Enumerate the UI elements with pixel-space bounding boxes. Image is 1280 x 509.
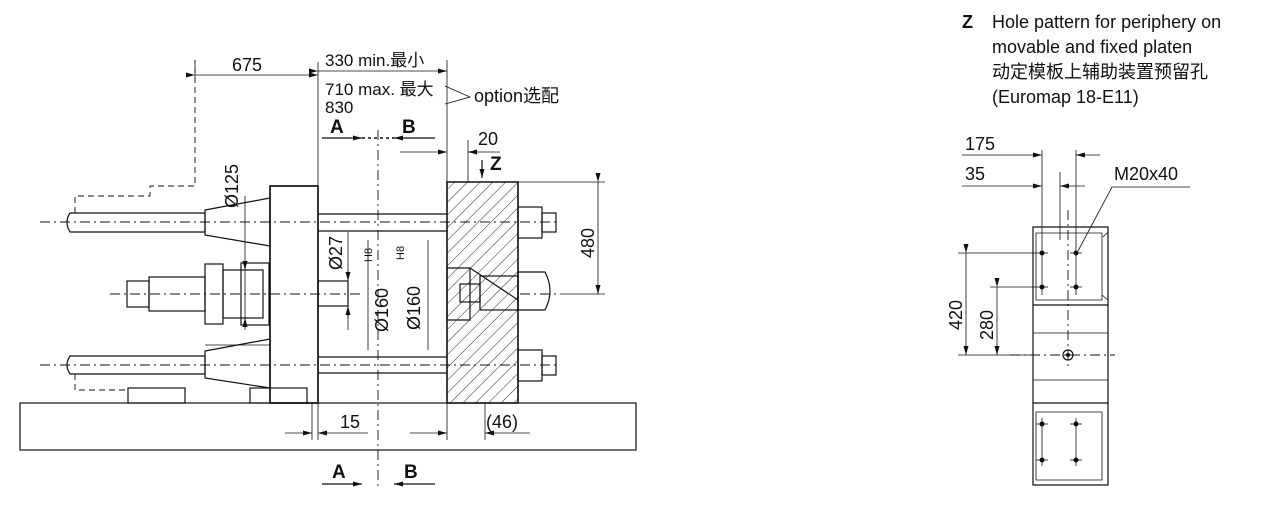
note-line-1: Hole pattern for periphery on bbox=[992, 12, 1222, 32]
note-line-2: movable and fixed platen bbox=[992, 37, 1193, 57]
ejector-assembly bbox=[110, 262, 360, 326]
dia-125: Ø125 bbox=[222, 164, 242, 208]
mounting-holes-bottom bbox=[1036, 418, 1082, 466]
dim-480: 480 bbox=[578, 228, 598, 258]
dim-675: 675 bbox=[232, 55, 262, 75]
dim-330-min: 330 min.最小 bbox=[325, 51, 424, 70]
note-letter: Z bbox=[962, 12, 973, 32]
fixed-side-nuts bbox=[459, 206, 557, 382]
tie-bar-lower bbox=[40, 355, 560, 375]
dim-35: 35 bbox=[965, 164, 985, 184]
tie-bar-nut-lower bbox=[204, 338, 271, 389]
section-a-top: A bbox=[330, 117, 344, 138]
dim-46: (46) bbox=[486, 412, 518, 432]
option-label: option选配 bbox=[474, 86, 559, 106]
dim-830: 830 bbox=[325, 98, 353, 117]
dim-420: 420 bbox=[946, 300, 966, 330]
dim-280: 280 bbox=[977, 310, 997, 340]
section-b-bottom: B bbox=[404, 462, 418, 483]
dim-175: 175 bbox=[965, 134, 995, 154]
foot-right bbox=[249, 387, 308, 404]
note-line-4: (Euromap 18-E11) bbox=[992, 87, 1139, 107]
machine-side-view: 675 330 min.最小 710 max. 最大 830 option选配 … bbox=[19, 51, 637, 490]
dia-27: Ø27 bbox=[326, 236, 346, 270]
note-line-3: 动定模板上辅助装置预留孔 bbox=[992, 62, 1208, 82]
machine-base bbox=[19, 402, 637, 451]
dim-15: 15 bbox=[340, 412, 360, 432]
platen-hole-pattern-view: 175 35 M20x40 420 280 bbox=[946, 134, 1190, 486]
hole-pattern-note: Z Hole pattern for periphery on movable a… bbox=[962, 10, 1221, 110]
section-a-bottom: A bbox=[332, 462, 346, 483]
tolerance-h8-right: H8 bbox=[395, 246, 407, 260]
dia-160-left: Ø160 bbox=[372, 288, 392, 332]
movable-platen bbox=[269, 185, 319, 404]
mounting-holes-top bbox=[1036, 250, 1082, 290]
section-b-top: B bbox=[402, 117, 416, 138]
thread-label: M20x40 bbox=[1114, 164, 1178, 184]
dia-160-right: Ø160 bbox=[404, 286, 424, 330]
dim-710-max: 710 max. 最大 bbox=[325, 80, 434, 99]
tie-bar-upper bbox=[40, 212, 560, 233]
foot-left bbox=[127, 387, 186, 404]
tolerance-h8-left: H8 bbox=[363, 248, 375, 262]
fixed-platen bbox=[446, 181, 519, 404]
dim-20: 20 bbox=[478, 129, 498, 149]
z-marker: Z bbox=[490, 154, 502, 175]
